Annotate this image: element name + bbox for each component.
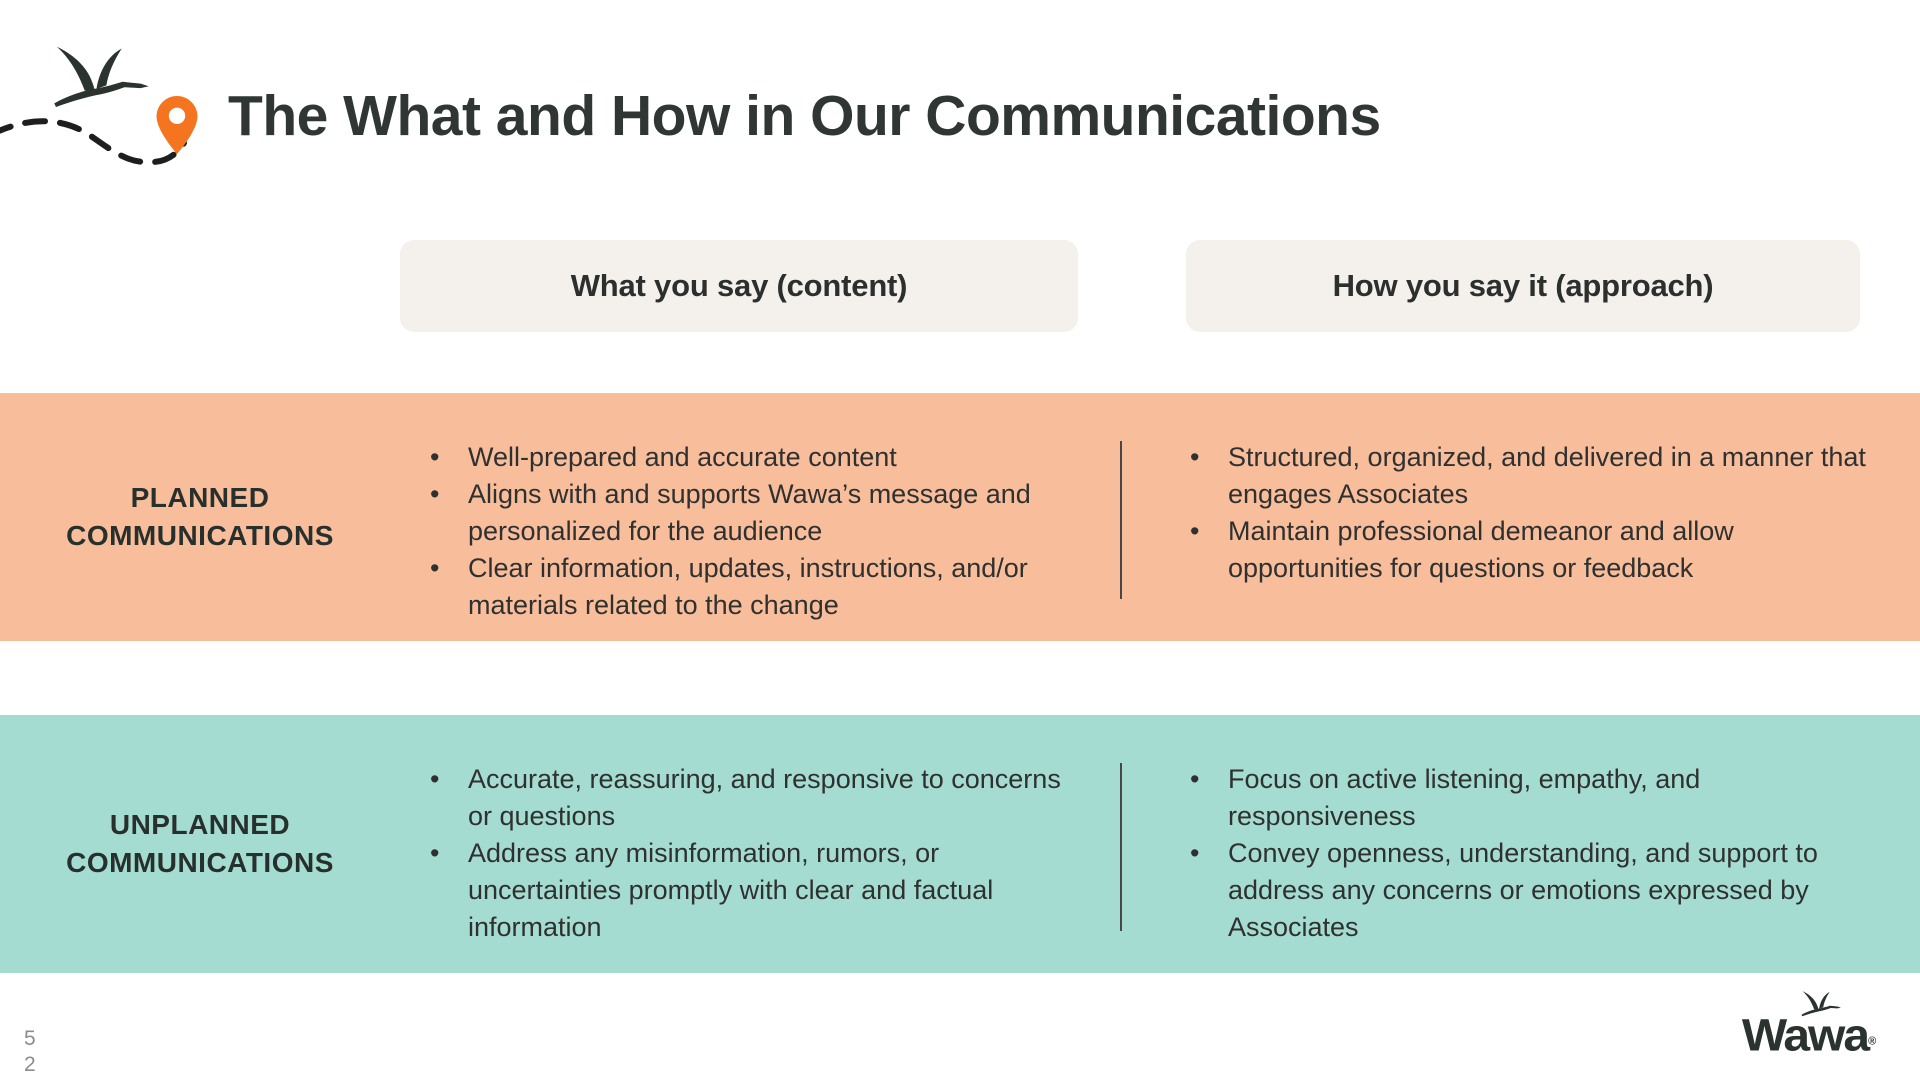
page-number: 5 2 — [24, 1026, 36, 1078]
row-planned-communications: PLANNED COMMUNICATIONS Well-prepared and… — [0, 393, 1920, 641]
page-number-top: 5 — [24, 1027, 36, 1050]
location-pin-icon — [156, 96, 198, 154]
bullet-item: Accurate, reassuring, and responsive to … — [422, 761, 1076, 835]
bullet-list-unplanned-how: Focus on active listening, empathy, and … — [1182, 761, 1890, 946]
flight-path-dashed-trail-icon — [0, 118, 187, 166]
bullet-item: Address any misinformation, rumors, or u… — [422, 835, 1076, 946]
column-header-how: How you say it (approach) — [1186, 240, 1860, 332]
column-divider — [1120, 763, 1122, 931]
cell-unplanned-what: Accurate, reassuring, and responsive to … — [400, 761, 1120, 946]
cell-unplanned-how: Focus on active listening, empathy, and … — [1182, 761, 1920, 946]
bullet-item: Convey openness, understanding, and supp… — [1182, 835, 1890, 946]
wawa-goose-icon — [1801, 991, 1841, 1017]
row-label-planned-line1: PLANNED — [130, 482, 270, 513]
row-label-unplanned-line1: UNPLANNED — [109, 809, 291, 840]
bullet-item: Structured, organized, and delivered in … — [1182, 439, 1890, 513]
column-header-what-label: What you say (content) — [570, 268, 908, 303]
bullet-item: Maintain professional demeanor and allow… — [1182, 513, 1890, 587]
bullet-list-planned-how: Structured, organized, and delivered in … — [1182, 439, 1890, 587]
registered-trademark-mark: ® — [1868, 1035, 1877, 1048]
row-unplanned-communications: UNPLANNED COMMUNICATIONS Accurate, reass… — [0, 715, 1920, 973]
page-title: The What and How in Our Communications — [228, 84, 1381, 148]
bullet-list-unplanned-what: Accurate, reassuring, and responsive to … — [422, 761, 1076, 946]
wawa-wordmark: Wawa — [1741, 1010, 1870, 1061]
bullet-item: Aligns with and supports Wawa’s message … — [422, 476, 1076, 550]
row-planned-content: Well-prepared and accurate contentAligns… — [400, 393, 1920, 641]
column-header-what: What you say (content) — [400, 240, 1078, 332]
row-label-planned: PLANNED COMMUNICATIONS — [0, 393, 400, 641]
bullet-item: Clear information, updates, instructions… — [422, 550, 1076, 624]
wawa-logo: Wawa® — [1734, 990, 1884, 1060]
row-label-planned-line2: COMMUNICATIONS — [66, 520, 334, 551]
cell-planned-how: Structured, organized, and delivered in … — [1182, 439, 1920, 587]
row-unplanned-content: Accurate, reassuring, and responsive to … — [400, 715, 1920, 973]
column-header-how-label: How you say it (approach) — [1332, 268, 1714, 303]
bullet-item: Well-prepared and accurate content — [422, 439, 1076, 476]
column-divider — [1120, 441, 1122, 599]
goose-icon — [54, 46, 149, 107]
cell-planned-what: Well-prepared and accurate contentAligns… — [400, 439, 1120, 624]
row-label-unplanned: UNPLANNED COMMUNICATIONS — [0, 715, 400, 973]
page-number-bottom: 2 — [24, 1053, 36, 1076]
bullet-item: Focus on active listening, empathy, and … — [1182, 761, 1890, 835]
bullet-list-planned-what: Well-prepared and accurate contentAligns… — [422, 439, 1076, 624]
row-label-unplanned-line2: COMMUNICATIONS — [66, 847, 334, 878]
